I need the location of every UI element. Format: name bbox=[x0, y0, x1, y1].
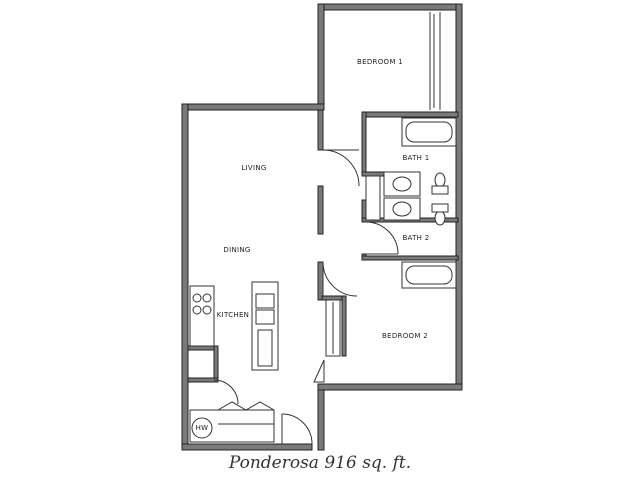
exterior-walls bbox=[181, 3, 463, 451]
room-label-kitchen: KITCHEN bbox=[217, 311, 249, 319]
room-label-bedroom-2: BEDROOM 2 bbox=[382, 332, 428, 340]
room-label-living: LIVING bbox=[241, 164, 266, 172]
bedroom2-closet bbox=[313, 299, 341, 383]
bedroom1-closet bbox=[429, 12, 441, 110]
room-label-bedroom-1: BEDROOM 1 bbox=[357, 58, 403, 66]
water-heater-icon bbox=[191, 417, 213, 439]
laundry-area bbox=[189, 401, 275, 443]
room-label-bath-1: BATH 1 bbox=[402, 154, 429, 162]
bathtubs bbox=[401, 117, 457, 289]
kitchen-fixtures bbox=[189, 281, 279, 371]
bath-fixtures bbox=[365, 171, 449, 226]
plan-caption: Ponderosa 916 sq. ft. bbox=[228, 453, 412, 473]
room-label-bath-2: BATH 2 bbox=[402, 234, 429, 242]
water-heater-label: HW bbox=[196, 424, 209, 432]
doors bbox=[213, 149, 399, 445]
room-label-dining: DINING bbox=[223, 246, 250, 254]
